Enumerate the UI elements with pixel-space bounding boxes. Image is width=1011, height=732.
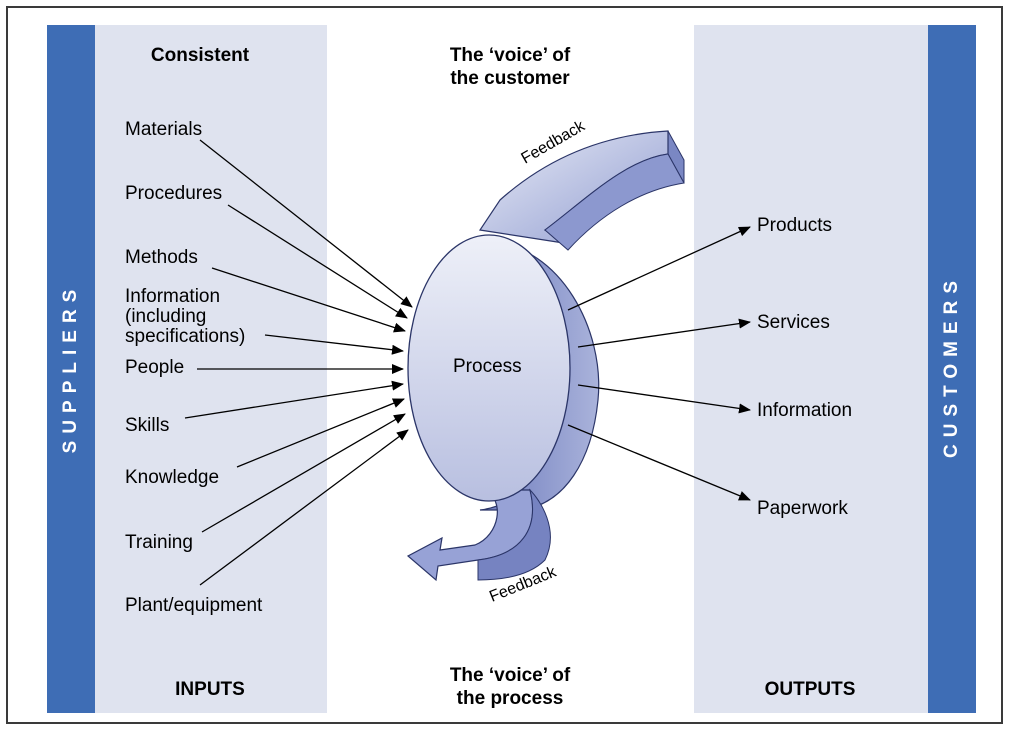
inputs-heading: INPUTS <box>175 679 245 700</box>
input-procedures: Procedures <box>125 183 223 204</box>
input-plant-equipment: Plant/equipment <box>125 595 263 616</box>
voice-of-process-line2: the process <box>456 688 564 709</box>
input-knowledge: Knowledge <box>125 467 220 488</box>
input-information-line1: Information <box>125 286 221 307</box>
input-methods: Methods <box>125 247 198 268</box>
output-products: Products <box>757 215 832 236</box>
output-paperwork: Paperwork <box>757 498 848 519</box>
customers-band <box>928 25 976 713</box>
outputs-column <box>694 25 928 713</box>
voice-of-customer-line1: The ‘voice’ of <box>449 45 571 66</box>
input-information-line2: (including <box>125 306 207 327</box>
voice-of-process-line1: The ‘voice’ of <box>449 665 571 686</box>
output-information: Information <box>757 400 853 421</box>
input-skills: Skills <box>125 415 170 436</box>
input-arrows <box>184 139 413 586</box>
process-disc-face <box>407 234 571 502</box>
suppliers-band <box>47 25 95 713</box>
input-training: Training <box>125 532 193 553</box>
voice-of-customer-line2: the customer <box>450 68 570 89</box>
output-arrows <box>567 226 751 501</box>
input-people: People <box>125 357 185 378</box>
outputs-heading: OUTPUTS <box>764 679 856 700</box>
input-information: Information (including specifications) <box>125 287 245 347</box>
output-services: Services <box>757 312 830 333</box>
input-materials: Materials <box>125 119 203 140</box>
process-label: Process <box>453 356 522 377</box>
feedback-bottom-arrow <box>406 488 551 582</box>
input-information-line3: specifications) <box>125 326 246 347</box>
feedback-top-arrow <box>478 130 685 251</box>
consistent-heading: Consistent <box>150 45 250 66</box>
voice-of-customer-heading: The ‘voice’ of the customer <box>400 44 620 90</box>
voice-of-process-heading: The ‘voice’ of the process <box>400 664 620 710</box>
